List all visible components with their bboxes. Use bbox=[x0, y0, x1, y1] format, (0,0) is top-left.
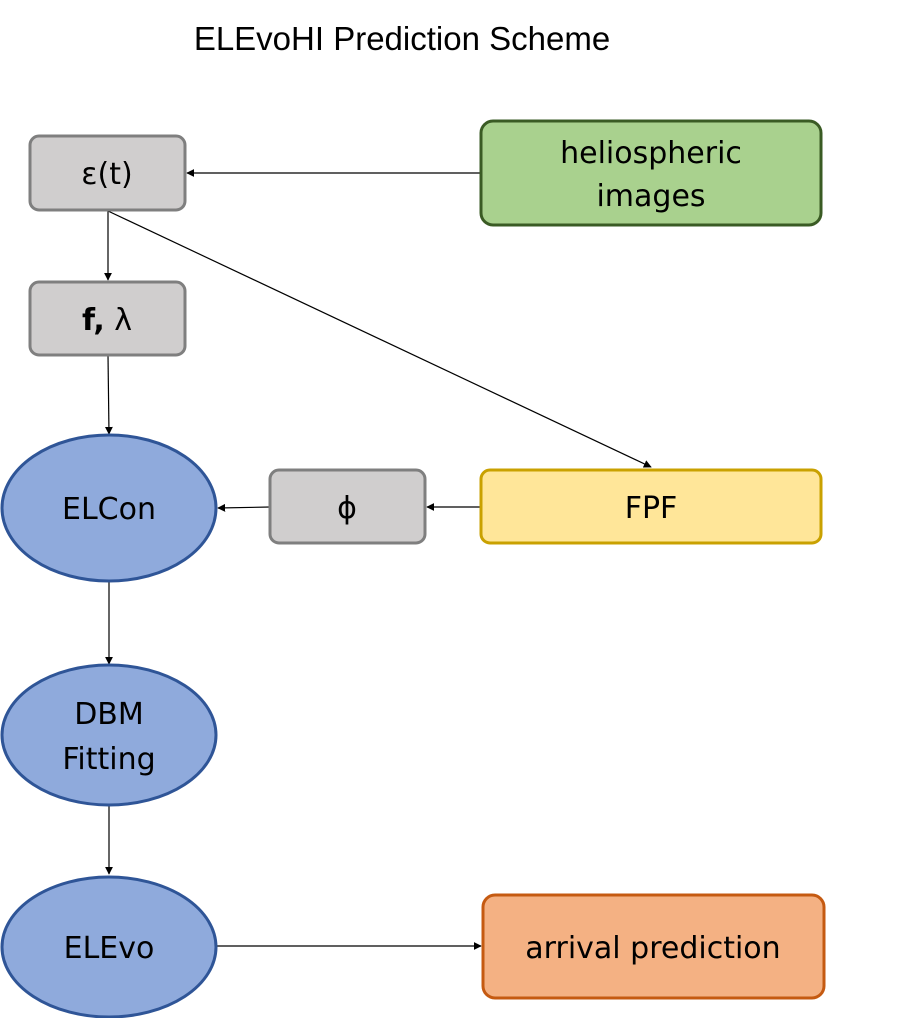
node-fpf-label: FPF bbox=[625, 491, 678, 526]
node-arrival-prediction: arrival prediction bbox=[481, 893, 826, 1000]
node-epsilon: ε(t) bbox=[28, 134, 187, 212]
node-fpf: FPF bbox=[479, 468, 823, 545]
node-elcon-ellipse bbox=[0, 433, 218, 583]
node-elevo-label: ELEvo bbox=[64, 931, 155, 966]
node-f-label: f, bbox=[82, 303, 105, 338]
node-f-lambda-box bbox=[28, 280, 187, 357]
node-helio-label-line2: images bbox=[596, 179, 705, 214]
node-phi-box bbox=[268, 468, 427, 545]
node-epsilon-box bbox=[28, 134, 187, 212]
node-f-lambda: f, λ bbox=[28, 280, 187, 357]
node-dbm-label-line2: Fitting bbox=[62, 742, 155, 777]
node-fpf-box bbox=[479, 468, 823, 545]
node-dbm-fitting: DBM Fitting bbox=[0, 663, 218, 807]
node-arrival-box bbox=[481, 893, 826, 1000]
node-elevo: ELEvo bbox=[0, 875, 218, 1018]
edge-epsilon-to-fpf bbox=[107, 210, 652, 468]
node-f-lambda-label: f, λ bbox=[82, 303, 132, 338]
node-phi-label: ϕ bbox=[337, 491, 357, 526]
node-elevo-ellipse bbox=[0, 875, 218, 1018]
node-dbm-label-line1: DBM bbox=[74, 697, 144, 732]
node-epsilon-label: ε(t) bbox=[81, 157, 132, 192]
node-helio-label-line1: heliospheric bbox=[560, 136, 742, 171]
edge-phi-to-elcon bbox=[217, 503, 271, 512]
node-phi: ϕ bbox=[268, 468, 427, 545]
node-dbm-ellipse bbox=[0, 663, 218, 807]
node-arrival-label: arrival prediction bbox=[525, 931, 780, 966]
diagram-title: ELEvoHI Prediction Scheme bbox=[194, 20, 610, 57]
node-lambda-label: λ bbox=[114, 303, 132, 338]
node-helio-box bbox=[479, 119, 823, 227]
node-heliospheric-images: heliospheric images bbox=[479, 119, 823, 227]
node-elcon: ELCon bbox=[0, 433, 218, 583]
edge-f-to-elcon bbox=[104, 354, 113, 435]
node-elcon-label: ELCon bbox=[62, 492, 156, 527]
